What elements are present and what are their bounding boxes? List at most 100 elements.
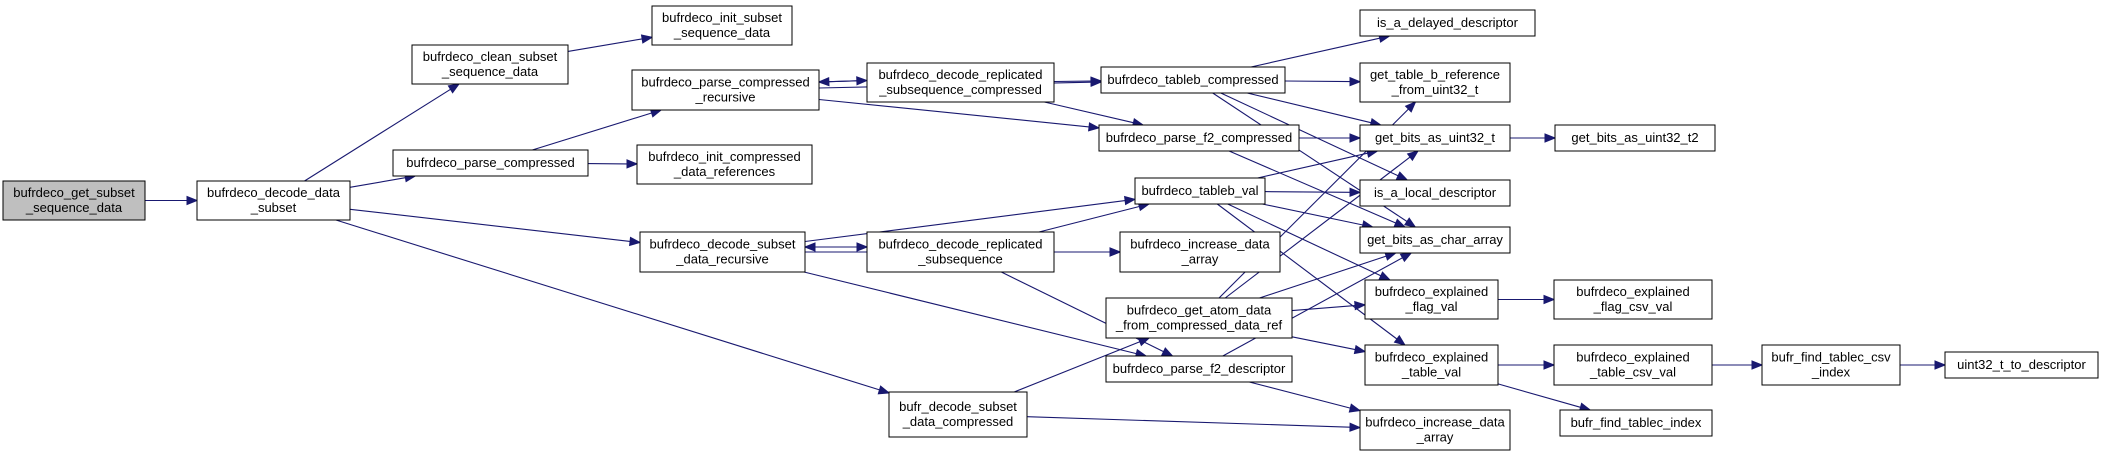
- node-box: [1761, 344, 1901, 386]
- node-label-line: _flag_csv_val: [1593, 299, 1673, 314]
- arrowhead: [447, 83, 461, 94]
- node-bufrdeco-parse-compressed-recursive[interactable]: bufrdeco_parse_compressed_recursive: [631, 69, 820, 111]
- node-label-line: bufr_find_tablec_csv: [1771, 350, 1891, 365]
- node-bufr-find-tablec-index[interactable]: bufr_find_tablec_index: [1559, 409, 1713, 437]
- node-label-line: uint32_t_to_descriptor: [1957, 357, 2086, 372]
- node-label-line: is_a_delayed_descriptor: [1377, 15, 1519, 30]
- node-label-line: bufrdeco_decode_data: [207, 185, 341, 200]
- node-is-a-local-descriptor[interactable]: is_a_local_descriptor: [1359, 179, 1511, 207]
- node-bufrdeco-increase-data-array[interactable]: bufrdeco_increase_data_array: [1359, 409, 1511, 451]
- arrowhead: [1349, 76, 1362, 87]
- node-label-line: get_bits_as_char_array: [1367, 232, 1503, 247]
- node-bufrdeco-tableb-val[interactable]: bufrdeco_tableb_val: [1134, 177, 1266, 205]
- node-box: [1944, 351, 2099, 379]
- node-label-line: _sequence_data: [673, 25, 771, 40]
- edge-n8-n15: [1212, 92, 1417, 228]
- node-label-line: _data_references: [673, 164, 776, 179]
- edge-n7-n8: [1053, 76, 1103, 86]
- arrowhead: [1399, 252, 1413, 263]
- node-label-line: bufrdeco_parse_compressed: [406, 155, 574, 170]
- node-label-line: bufrdeco_explained: [1375, 350, 1488, 365]
- edge-n17-n19: [1054, 247, 1122, 257]
- node-bufrdeco-parse-f2-compressed[interactable]: bufrdeco_parse_f2_compressed: [1098, 124, 1300, 152]
- node-bufrdeco-parse-f2-descriptor[interactable]: bufrdeco_parse_f2_descriptor: [1105, 355, 1293, 383]
- arrowhead: [1393, 218, 1407, 228]
- node-box: [888, 391, 1028, 438]
- node-box: [651, 5, 793, 46]
- node-bufrdeco-decode-replicated-subsequence-compressed[interactable]: bufrdeco_decode_replicated_subsequence_c…: [866, 62, 1055, 103]
- node-label-line: bufrdeco_decode_subset: [649, 237, 795, 252]
- node-is-a-delayed-descriptor[interactable]: is_a_delayed_descriptor: [1359, 9, 1536, 37]
- node-bufrdeco-init-compressed-data-references[interactable]: bufrdeco_init_compressed_data_references: [636, 144, 813, 185]
- node-label-line: bufrdeco_decode_replicated: [878, 237, 1042, 252]
- node-box: [1105, 297, 1293, 339]
- edge-n12-n13: [1510, 133, 1557, 143]
- edge-n11-n15: [1228, 150, 1407, 228]
- arrowhead: [640, 34, 654, 44]
- node-box: [639, 231, 806, 273]
- node-get-bits-as-uint32-t2[interactable]: get_bits_as_uint32_t2: [1554, 124, 1716, 152]
- node-label-line: _from_uint32_t: [1391, 82, 1479, 97]
- node-bufrdeco-tableb-compressed[interactable]: bufrdeco_tableb_compressed: [1100, 66, 1286, 94]
- node-box: [1100, 66, 1286, 94]
- node-bufrdeco-increase-data-array[interactable]: bufrdeco_increase_data_array: [1119, 231, 1281, 273]
- node-get-table-b-reference-from-uint32-t[interactable]: get_table_b_reference_from_uint32_t: [1359, 62, 1511, 103]
- node-bufrdeco-explained-flag-csv-val[interactable]: bufrdeco_explained_flag_csv_val: [1553, 279, 1713, 320]
- edge-n24-n25: [1498, 360, 1556, 370]
- edge-line: [1038, 205, 1140, 233]
- node-label-line: _table_csv_val: [1589, 365, 1676, 380]
- edge-line: [532, 112, 652, 151]
- edge-n5-n11: [818, 98, 1101, 132]
- arrowhead: [1378, 271, 1392, 281]
- arrowhead: [1349, 422, 1362, 432]
- edge-n22-n23: [1498, 294, 1556, 305]
- node-label-line: _array: [1181, 252, 1219, 267]
- arrowhead: [1124, 195, 1137, 206]
- edge-line: [567, 38, 643, 52]
- node-label-line: _data_compressed: [902, 414, 1014, 429]
- node-bufr-decode-subset-data-compressed[interactable]: bufr_decode_subset_data_compressed: [888, 391, 1028, 438]
- edge-line: [1250, 37, 1380, 68]
- node-bufrdeco-get-atom-data-from-compressed-data-ref[interactable]: bufrdeco_get_atom_data_from_compressed_d…: [1105, 297, 1293, 339]
- edge-line: [804, 200, 1126, 243]
- node-bufrdeco-decode-subset-data-recursive[interactable]: bufrdeco_decode_subset_data_recursive: [639, 231, 806, 273]
- arrowhead: [1406, 150, 1420, 162]
- arrowhead: [1088, 122, 1101, 132]
- edge-n0-n1: [145, 195, 199, 206]
- arrowhead: [817, 76, 830, 87]
- arrowhead: [1161, 347, 1174, 357]
- node-box: [1105, 355, 1293, 383]
- node-label-line: _sequence_data: [25, 200, 123, 215]
- node-bufrdeco-init-subset-sequence-data[interactable]: bufrdeco_init_subset_sequence_data: [651, 5, 793, 46]
- node-bufr-find-tablec-csv-index[interactable]: bufr_find_tablec_csv_index: [1761, 344, 1901, 386]
- node-bufrdeco-decode-data-subset[interactable]: bufrdeco_decode_data_subset: [196, 180, 351, 221]
- root-node-box: [2, 180, 146, 221]
- edge-line: [1222, 257, 1403, 357]
- edge-n7-n11: [1044, 101, 1145, 128]
- node-uint32-t-to-descriptor[interactable]: uint32_t_to_descriptor: [1944, 351, 2099, 379]
- node-bufrdeco-explained-flag-val[interactable]: bufrdeco_explained_flag_val: [1364, 279, 1499, 320]
- edge-n7-n5: [817, 76, 867, 87]
- node-bufrdeco-clean-subset-sequence-data[interactable]: bufrdeco_clean_subset_sequence_data: [411, 44, 569, 85]
- node-box: [1554, 124, 1716, 152]
- node-get-bits-as-uint32-t[interactable]: get_bits_as_uint32_t: [1359, 124, 1511, 152]
- edge-line: [1249, 381, 1351, 409]
- edge-n20-n22: [1291, 300, 1367, 312]
- node-bufrdeco-get-subset-sequence-data[interactable]: bufrdeco_get_subset_sequence_data: [2, 180, 146, 221]
- arrowhead: [1543, 294, 1556, 305]
- node-label-line: bufrdeco_increase_data: [1130, 237, 1270, 252]
- edge-n1-n2: [304, 83, 461, 182]
- node-box: [1559, 409, 1713, 437]
- node-bufrdeco-parse-compressed[interactable]: bufrdeco_parse_compressed: [392, 149, 589, 177]
- edge-n8-n9: [1250, 33, 1391, 68]
- edge-n2-n3: [567, 34, 654, 52]
- node-get-bits-as-char-array[interactable]: get_bits_as_char_array: [1359, 226, 1511, 254]
- node-bufrdeco-explained-table-val[interactable]: bufrdeco_explained_table_val: [1364, 344, 1499, 386]
- edge-n1-n29: [335, 219, 891, 395]
- edge-n8-n10: [1284, 76, 1362, 87]
- node-bufrdeco-decode-replicated-subsequence[interactable]: bufrdeco_decode_replicated_subsequence: [866, 231, 1055, 273]
- edge-line: [335, 219, 880, 391]
- arrowhead: [1090, 76, 1103, 86]
- node-label-line: bufrdeco_get_subset: [13, 185, 135, 200]
- node-bufrdeco-explained-table-csv-val[interactable]: bufrdeco_explained_table_csv_val: [1553, 344, 1713, 386]
